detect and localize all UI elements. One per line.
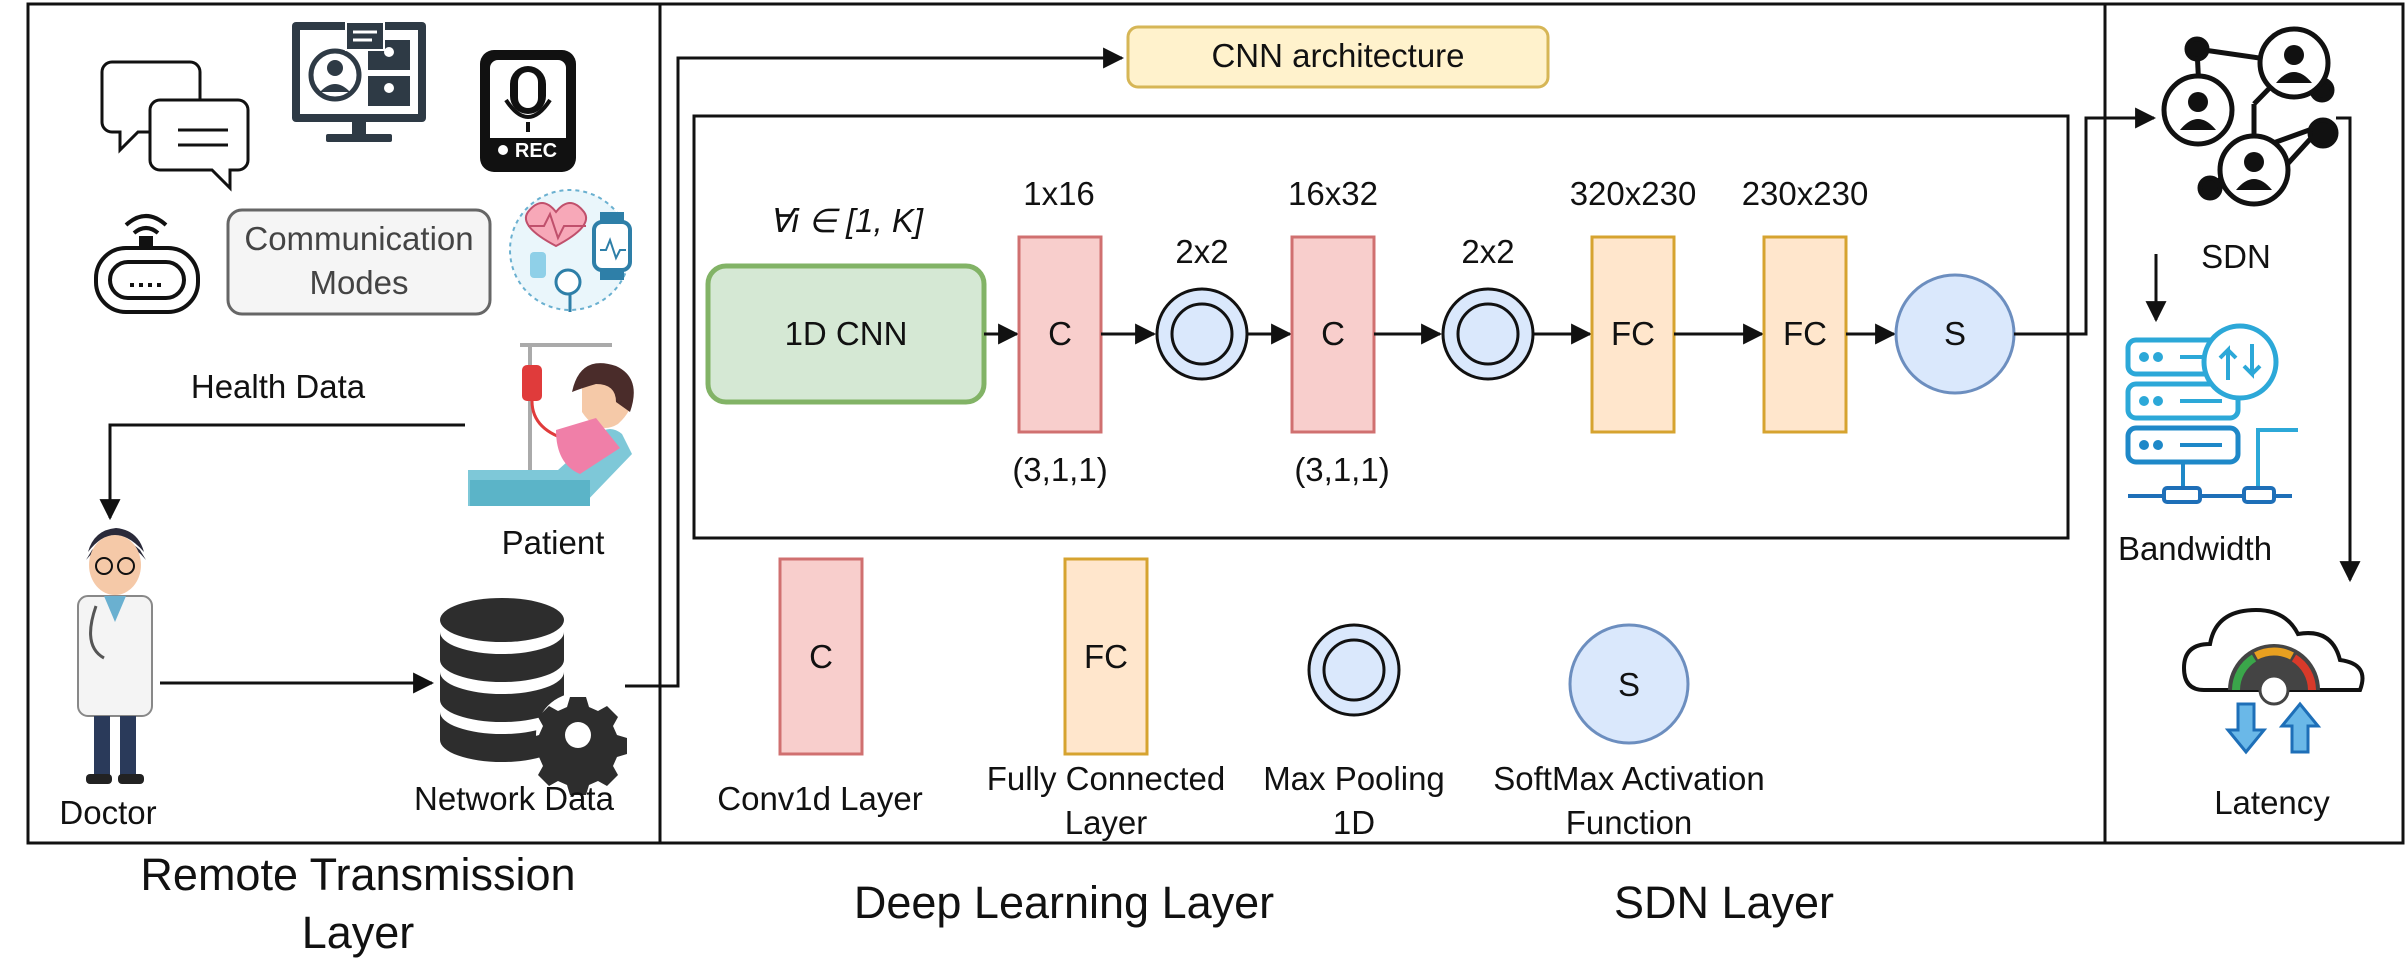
chat-bubbles-icon	[100, 60, 250, 192]
legend-softmax-symbol	[1568, 623, 1690, 745]
pool2-inner-ring	[1456, 302, 1520, 366]
doctor-label: Doctor	[59, 794, 156, 831]
remote-layer-title-line1: Remote Transmission	[140, 849, 575, 900]
pool1-inner-ring	[1170, 302, 1234, 366]
cloud-latency-icon	[2181, 607, 2365, 755]
doctor-icon	[77, 528, 153, 784]
legend-pool-label-line2: 1D	[1333, 804, 1375, 841]
sdn-layer-title: SDN Layer	[1614, 877, 1834, 928]
patient-icon	[468, 343, 634, 506]
smartwatch-health-icon	[509, 189, 632, 312]
conv2-label: C	[1321, 315, 1345, 352]
fc1-layer	[1590, 235, 1676, 434]
patient-label: Patient	[502, 524, 605, 561]
network-nodes-icon	[2161, 26, 2339, 207]
legend-conv-label: Conv1d Layer	[717, 780, 922, 817]
cnn-architecture-box: CNN architecture	[1126, 25, 1550, 89]
legend-conv-symbol-label: C	[809, 638, 833, 675]
sdn-label: SDN	[2201, 238, 2271, 275]
deep-learning-layer-title: Deep Learning Layer	[854, 877, 1274, 928]
forall-label: ∀i ∈ [1, K]	[769, 202, 924, 239]
health-data-label: Health Data	[191, 368, 366, 405]
remote-layer-title-line2: Layer	[302, 907, 415, 958]
conv1-params: (3,1,1)	[1012, 451, 1107, 488]
network-to-cnn-arrow	[625, 47, 1125, 688]
fc1-label: FC	[1611, 315, 1655, 352]
sdn-to-latency-arrow	[2336, 116, 2361, 583]
pool1-dims: 2x2	[1175, 233, 1228, 270]
server-bandwidth-icon	[2125, 323, 2298, 504]
communication-modes-box: Communication Modes	[226, 208, 492, 316]
conv1-dims: 1x16	[1023, 175, 1095, 212]
fc2-dims: 230x230	[1742, 175, 1869, 212]
wireless-device-icon	[94, 214, 200, 314]
communication-modes-line1: Communication	[244, 220, 473, 257]
database-gear-icon	[440, 598, 627, 795]
legend-fc-symbol	[1063, 557, 1149, 756]
bandwidth-label: Bandwidth	[2118, 530, 2272, 567]
fc2-layer	[1762, 235, 1848, 434]
deep-learning-panel	[658, 2, 2107, 845]
conv2-params: (3,1,1)	[1294, 451, 1389, 488]
legend-pool-symbol	[1307, 623, 1401, 717]
legend-softmax-symbol-label: S	[1618, 666, 1640, 703]
video-conference-icon	[292, 21, 426, 142]
pool2-dims: 2x2	[1461, 233, 1514, 270]
conv2-dims: 16x32	[1288, 175, 1378, 212]
cnn-pipeline-frame	[692, 114, 2070, 540]
legend-fc-label-line1: Fully Connected	[987, 760, 1225, 797]
softmax-to-sdn-arrow	[2014, 107, 2157, 336]
health-data-arrow	[99, 423, 465, 521]
voice-recorder-icon: REC	[480, 50, 576, 172]
legend-pool-inner-ring	[1322, 638, 1386, 702]
latency-label: Latency	[2214, 784, 2330, 821]
legend-pool-label-line1: Max Pooling	[1263, 760, 1445, 797]
legend-fc-label-line2: Layer	[1065, 804, 1148, 841]
legend-fc-symbol-label: FC	[1084, 638, 1128, 675]
legend-softmax-label-line1: SoftMax Activation	[1493, 760, 1764, 797]
network-data-label: Network Data	[414, 780, 615, 817]
cnn-architecture-label: CNN architecture	[1211, 37, 1464, 74]
cnn-1d-label: 1D CNN	[785, 315, 908, 352]
fc2-label: FC	[1783, 315, 1827, 352]
legend-conv-symbol	[778, 557, 864, 756]
fc1-dims: 320x230	[1570, 175, 1697, 212]
legend: C Conv1d Layer FC Fully Connected Layer …	[717, 557, 1765, 841]
conv1-layer	[1017, 235, 1103, 434]
legend-softmax-label-line2: Function	[1566, 804, 1693, 841]
conv2-layer	[1290, 235, 1376, 434]
sdn-panel	[2103, 2, 2405, 845]
conv1-label: C	[1048, 315, 1072, 352]
softmax-label: S	[1944, 315, 1966, 352]
rec-badge: REC	[515, 140, 557, 162]
communication-modes-line2: Modes	[309, 264, 408, 301]
